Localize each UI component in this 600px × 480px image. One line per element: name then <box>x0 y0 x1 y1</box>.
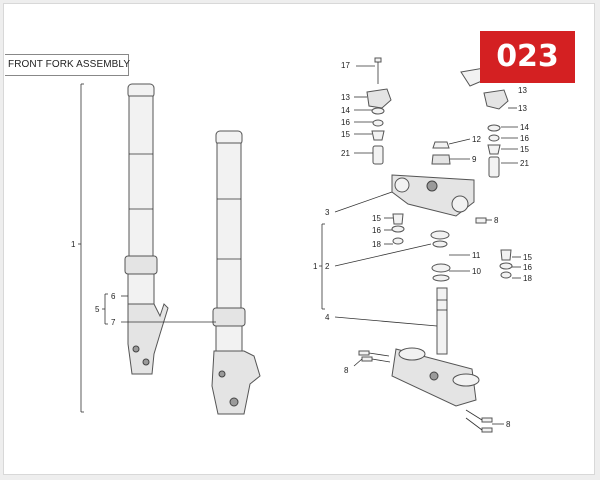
cap-and-nut <box>431 138 471 165</box>
callout-15-left: 15 <box>341 130 350 139</box>
callout-21-left: 21 <box>341 149 350 158</box>
callout-9: 9 <box>472 155 477 164</box>
handlebar-clamp-left <box>354 88 392 165</box>
fork-leg-right <box>211 130 261 415</box>
callout-14-right: 14 <box>520 123 529 132</box>
callout-15-mid-left: 15 <box>372 214 381 223</box>
callout-10: 10 <box>472 267 481 276</box>
callout-16-left: 16 <box>341 118 350 127</box>
callout-16-mid-left: 16 <box>372 226 381 235</box>
exploded-view-drawing: 17 13 14 16 15 21 12 9 13 13 14 16 15 21… <box>71 57 532 433</box>
washer-stack-right <box>499 249 521 279</box>
callout-8-lower-left: 8 <box>344 366 349 375</box>
callout-13-right: 13 <box>518 104 527 113</box>
callout-13-left: 13 <box>341 93 350 102</box>
callout-16-mid-right: 16 <box>523 263 532 272</box>
callout-18-mid-right: 18 <box>523 274 532 283</box>
screws-8-lower <box>353 350 504 433</box>
callout-18-mid-left: 18 <box>372 240 381 249</box>
title-box: FRONT FORK ASSEMBLY <box>5 54 131 76</box>
callout-1-left: 1 <box>71 240 76 249</box>
callout-17: 17 <box>341 61 350 70</box>
callout-12: 12 <box>472 135 481 144</box>
callout-16-right: 16 <box>520 134 529 143</box>
washer-stack-left <box>384 213 405 245</box>
callout-2: 2 <box>325 262 330 271</box>
callout-11: 11 <box>472 251 481 260</box>
callout-4: 4 <box>325 313 330 322</box>
callout-3: 3 <box>325 208 330 217</box>
handlebar-clamp-right <box>460 67 518 178</box>
bolt-17 <box>356 57 382 84</box>
callout-6: 6 <box>111 292 116 301</box>
callout-8-lower-right: 8 <box>506 420 511 429</box>
page-title: FRONT FORK ASSEMBLY <box>8 59 131 70</box>
callout-15-right: 15 <box>520 145 529 154</box>
screw-8-upper <box>475 217 492 224</box>
parts-diagram-sheet: 17 13 14 16 15 21 12 9 13 13 14 16 15 21… <box>3 3 595 475</box>
callout-14-left: 14 <box>341 106 350 115</box>
callout-8-upper: 8 <box>494 216 499 225</box>
fork-leg-left <box>124 83 169 375</box>
lower-triple-clamp-and-stem <box>334 287 480 407</box>
diagram-number-badge: 023 <box>480 31 575 83</box>
bearings <box>334 230 470 282</box>
callout-5: 5 <box>95 305 100 314</box>
callout-7: 7 <box>111 318 116 327</box>
callout-13-top: 13 <box>518 86 527 95</box>
upper-triple-clamp <box>334 174 475 217</box>
callout-21-right: 21 <box>520 159 529 168</box>
callout-15-mid-right: 15 <box>523 253 532 262</box>
callout-1-right: 1 <box>313 262 318 271</box>
